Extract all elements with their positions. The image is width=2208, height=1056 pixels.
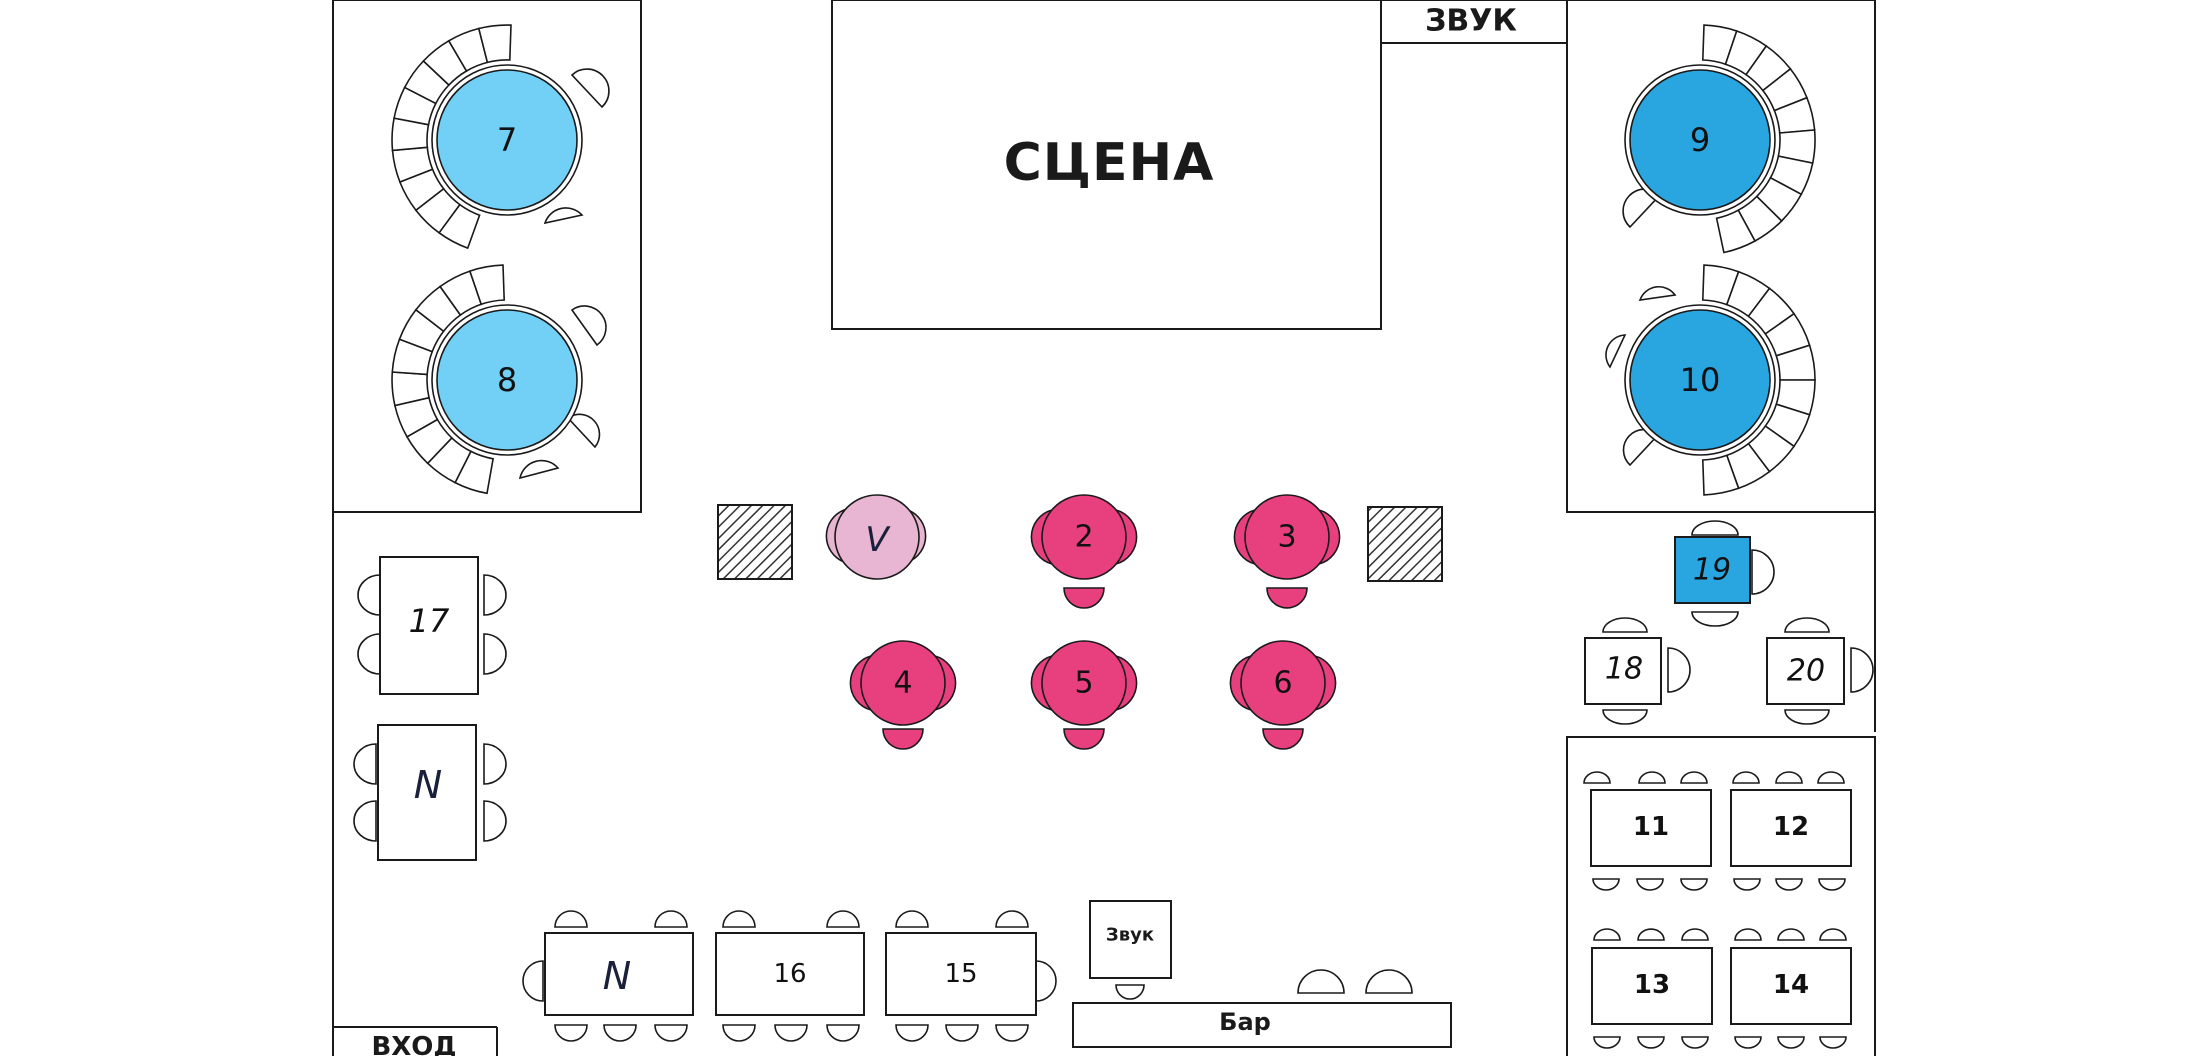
table-16-label: 16	[773, 959, 806, 989]
table-14-label: 14	[1773, 970, 1809, 1000]
table-16[interactable]: 16	[715, 910, 865, 1042]
table-8-top	[436, 309, 578, 451]
table-n-bottom[interactable]: N	[522, 910, 694, 1042]
table-4-top	[860, 640, 946, 726]
table-12[interactable]: 12	[1730, 771, 1852, 891]
table-6-top	[1240, 640, 1326, 726]
bottom-right-zone	[1566, 736, 1876, 1056]
sofa-segment	[468, 264, 506, 306]
table-15-label: 15	[944, 959, 977, 989]
table-13-label: 13	[1634, 970, 1670, 1000]
chair	[1818, 878, 1846, 891]
table-3[interactable]: 3	[1233, 494, 1341, 609]
table-5[interactable]: 5	[1030, 640, 1138, 750]
table-17-label: 17	[409, 602, 450, 640]
chair	[1732, 771, 1760, 784]
table-18-label: 18	[1605, 652, 1643, 687]
table-3-label: 3	[1277, 520, 1296, 555]
table-3-top	[1244, 494, 1330, 580]
table-11[interactable]: 11	[1583, 771, 1712, 891]
stage	[831, 0, 1382, 330]
chair	[1583, 771, 1611, 784]
table-n-left[interactable]: N	[353, 724, 507, 861]
table-18[interactable]: 18	[1584, 617, 1691, 725]
chair	[1734, 928, 1762, 941]
chair	[1638, 771, 1666, 784]
table-7-label: 7	[497, 121, 517, 159]
left-vip-booth	[332, 0, 642, 513]
table-19-label: 19	[1693, 553, 1731, 588]
table-2[interactable]: 2	[1030, 494, 1138, 609]
table-6[interactable]: 6	[1229, 640, 1337, 750]
table-8[interactable]: 8	[391, 264, 607, 495]
table-n-left-label: N	[414, 763, 442, 807]
column-right	[1367, 506, 1443, 582]
table-20[interactable]: 20	[1766, 617, 1874, 725]
chair	[1637, 1036, 1665, 1049]
table-15[interactable]: 15	[885, 910, 1057, 1042]
table-9[interactable]: 9	[1622, 24, 1816, 254]
table-20-label: 20	[1787, 654, 1825, 689]
chair	[1734, 1036, 1762, 1049]
chair	[1733, 878, 1761, 891]
sofa-segment	[1701, 454, 1740, 496]
chair	[1777, 1036, 1805, 1049]
table-10-top	[1629, 309, 1771, 451]
sound-booth	[1380, 0, 1568, 44]
table-n-bottom-label: N	[603, 954, 631, 998]
chair	[1680, 771, 1708, 784]
chair	[1593, 1036, 1621, 1049]
table-12-label: 12	[1773, 812, 1809, 842]
sound-console-label: Звук	[1106, 925, 1154, 946]
chair	[1637, 928, 1665, 941]
chair	[1777, 928, 1805, 941]
stage-label: СЦЕНА	[1004, 133, 1215, 193]
chair	[1817, 771, 1845, 784]
entrance: ВХОД	[333, 1026, 498, 1056]
table-8-label: 8	[497, 361, 517, 399]
table-6-label: 6	[1273, 666, 1292, 701]
table-2-top	[1041, 494, 1127, 580]
walls	[332, 0, 1876, 1056]
table-5-top	[1041, 640, 1127, 726]
sound-console: Звук	[1089, 900, 1172, 1000]
chair	[1593, 928, 1621, 941]
table-v-top	[834, 494, 920, 580]
chair	[1681, 928, 1709, 941]
table-17[interactable]: 17	[357, 556, 507, 695]
table-14[interactable]: 14	[1730, 928, 1852, 1049]
entrance-label: ВХОД	[371, 1032, 456, 1056]
table-11-label: 11	[1633, 812, 1669, 842]
chair	[1680, 878, 1708, 891]
table-4-label: 4	[893, 666, 912, 701]
chair	[1636, 878, 1664, 891]
table-7[interactable]: 7	[391, 24, 610, 250]
table-13[interactable]: 13	[1591, 928, 1713, 1049]
chair	[1819, 1036, 1847, 1049]
chair	[1681, 1036, 1709, 1049]
table-7-top	[436, 69, 578, 211]
bar-label: Бар	[1219, 1008, 1271, 1036]
chair	[1819, 928, 1847, 941]
sound-booth-label: ЗВУК	[1425, 4, 1517, 39]
table-10[interactable]: 10	[1605, 264, 1816, 496]
table-9-label: 9	[1690, 121, 1710, 159]
chair	[1775, 771, 1803, 784]
table-5-label: 5	[1074, 666, 1093, 701]
chair	[1592, 878, 1620, 891]
table-10-label: 10	[1680, 361, 1721, 399]
table-v-label: V	[865, 520, 891, 560]
table-4[interactable]: 4	[849, 640, 957, 750]
table-2-label: 2	[1074, 520, 1093, 555]
table-v[interactable]: V	[825, 494, 927, 580]
table-19[interactable]: 19	[1674, 520, 1775, 627]
bar-counter: Бар	[1072, 969, 1452, 1048]
chair	[1775, 878, 1803, 891]
column-left	[717, 504, 793, 580]
sofa-segment	[1715, 209, 1757, 254]
sofa-segment	[477, 24, 512, 64]
table-19-top	[1674, 536, 1751, 604]
table-9-top	[1629, 69, 1771, 211]
